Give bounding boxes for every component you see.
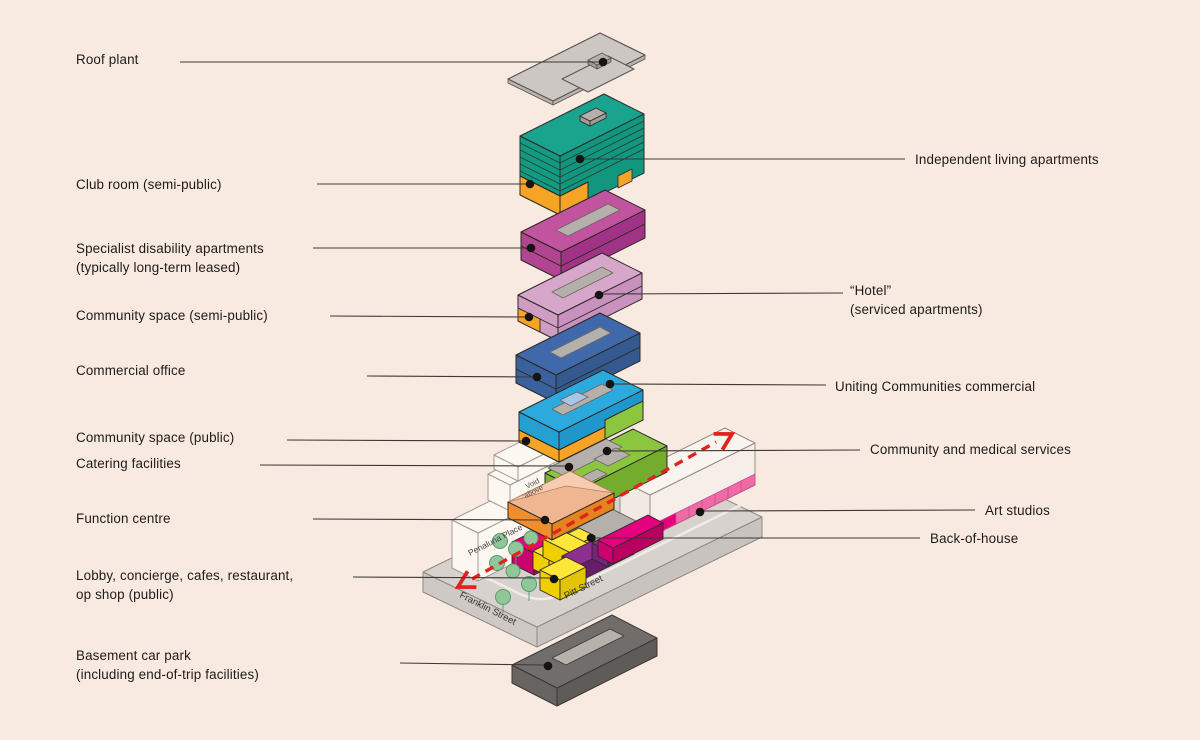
roof-strip — [551, 266, 614, 299]
roof-strip — [555, 203, 621, 237]
floor-line — [560, 223, 646, 267]
red-route-arrowhead — [713, 432, 736, 451]
red-route-arrowhead — [454, 570, 477, 589]
leader-dot — [602, 446, 612, 456]
floor-line — [559, 148, 645, 192]
label-uniting-communities-commercial: Uniting Communities commercial — [835, 379, 1036, 394]
floor-line — [519, 156, 561, 178]
leader-line — [329, 315, 526, 318]
floor-line — [559, 141, 645, 185]
leader-line — [610, 449, 861, 452]
label-community-space-semi-public: Community space (semi-public) — [76, 308, 268, 323]
roof-strip-lightblue — [559, 391, 589, 407]
leader-dot — [540, 515, 550, 525]
tree — [489, 555, 505, 571]
label-back-of-house: Back-of-house — [930, 531, 1019, 546]
floor-line — [519, 149, 561, 171]
roof-unit — [579, 107, 607, 122]
community-medical-end — [604, 400, 644, 440]
label-club-room: Club room (semi-public) — [76, 177, 222, 192]
tree — [505, 563, 521, 579]
label-roof-plant: Roof plant — [76, 52, 139, 67]
leader-dot — [525, 179, 535, 189]
leader-line — [703, 509, 976, 512]
leader-dot — [695, 507, 705, 517]
leader-dot — [564, 462, 574, 472]
floor-line — [559, 120, 645, 164]
leader-line — [612, 383, 827, 386]
leader-dot — [575, 154, 585, 164]
floor-line — [519, 170, 561, 192]
leader-dot — [526, 243, 536, 253]
annotation-overlay-layer — [180, 57, 976, 671]
leader-dot — [521, 436, 531, 446]
label-catering-facilities: Catering facilities — [76, 456, 181, 471]
tree — [521, 576, 537, 592]
tree — [492, 533, 508, 549]
leader-dot — [532, 372, 542, 382]
diagram-shapes-layer — [422, 32, 763, 707]
label-community-and-medical-services: Community and medical services — [870, 442, 1071, 457]
leader-line — [352, 576, 551, 579]
roof-strip — [549, 326, 612, 359]
club-room-corner — [617, 168, 633, 189]
independent-living-block — [519, 93, 645, 157]
tree — [523, 530, 539, 546]
floor-line — [559, 134, 645, 178]
leader-dot — [543, 661, 553, 671]
leader-dot — [549, 574, 559, 584]
label-basement-car-park: Basement car park(including end-of-trip … — [76, 648, 259, 682]
leader-line — [286, 439, 523, 442]
leader-line — [312, 518, 542, 521]
floor-line — [559, 127, 645, 171]
label-art-studios: Art studios — [985, 503, 1050, 518]
leader-dot — [524, 312, 534, 322]
label-independent-living-apartments: Independent living apartments — [915, 152, 1099, 167]
floor-line — [555, 346, 641, 390]
leader-dot — [586, 533, 596, 543]
leader-dot — [598, 57, 608, 67]
leader-line — [259, 464, 566, 467]
floor-line — [557, 285, 643, 329]
floor-line — [519, 142, 561, 164]
leader-line — [366, 375, 534, 378]
floor-line — [519, 163, 561, 185]
label-lobby-concierge: Lobby, concierge, cafes, restaurant,op s… — [76, 568, 294, 602]
roof-plant-slab — [507, 32, 646, 102]
tree — [495, 589, 511, 605]
leader-line — [601, 292, 844, 295]
label-community-space-public: Community space (public) — [76, 430, 235, 445]
label-commercial-office: Commercial office — [76, 363, 186, 378]
leader-line — [399, 662, 545, 666]
label-function-centre: Function centre — [76, 511, 171, 526]
leader-dot — [594, 290, 604, 300]
red-route-arrow — [471, 440, 717, 581]
label-specialist-disability-apartments: Specialist disability apartments(typical… — [76, 241, 264, 275]
label-hotel-serviced-apartments: “Hotel”(serviced apartments) — [850, 283, 983, 317]
leader-dot — [605, 379, 615, 389]
basement-roof-strip — [551, 628, 625, 666]
ground-magenta-block — [597, 514, 664, 549]
